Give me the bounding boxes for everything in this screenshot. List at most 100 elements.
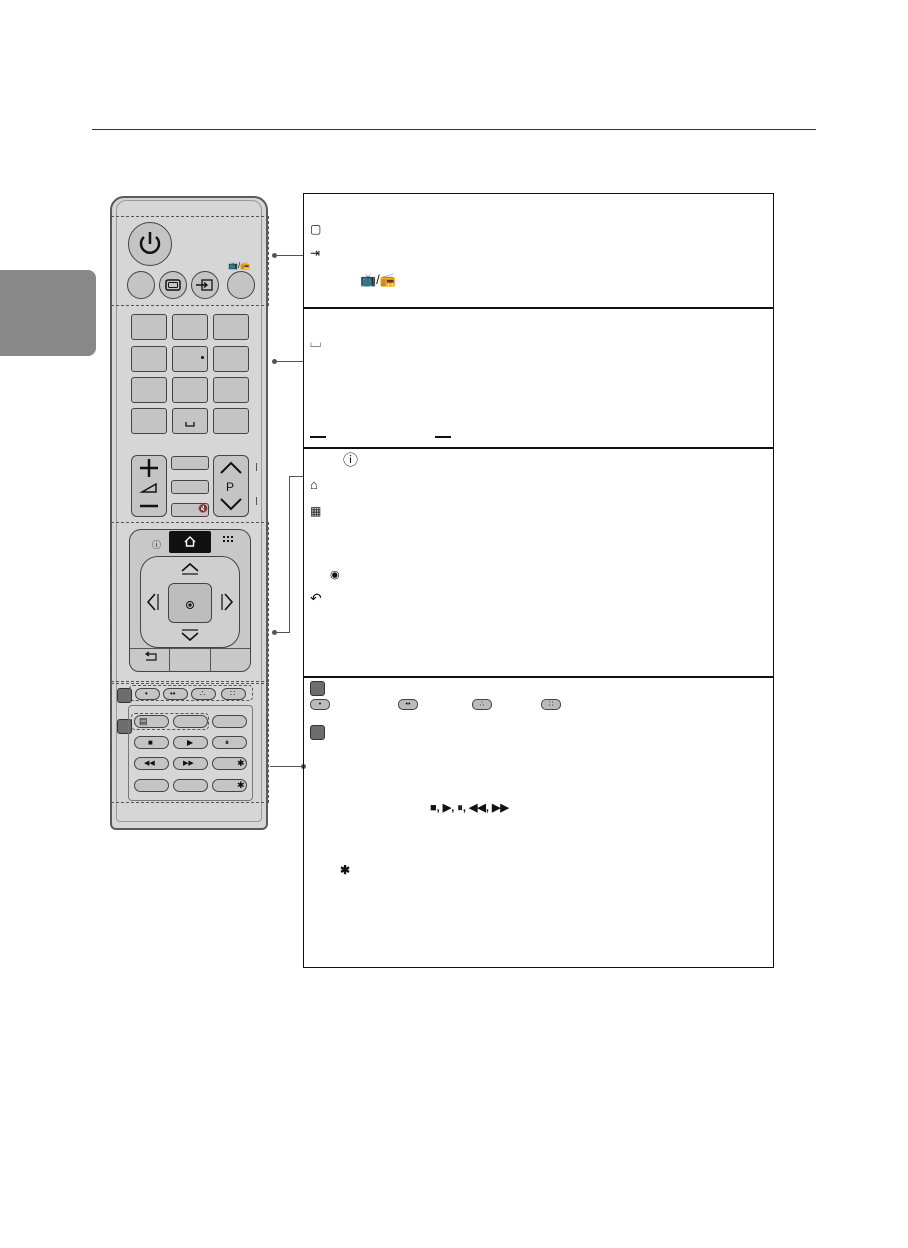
key-8[interactable]: [172, 377, 208, 403]
power-button[interactable]: [128, 222, 172, 266]
panel-badge-2: [310, 725, 325, 740]
osd-button[interactable]: [159, 271, 187, 299]
channel-rocker[interactable]: P: [213, 455, 249, 517]
key-4[interactable]: [131, 346, 167, 372]
panel-separator: [303, 307, 774, 309]
nav-divider: [169, 648, 170, 672]
home-button[interactable]: [169, 531, 211, 553]
play-key[interactable]: ▶: [173, 736, 208, 749]
playback-symbols: ■, ▶, ⏸, ◀◀, ▶▶: [430, 802, 509, 814]
reserved-key[interactable]: ✱: [212, 779, 247, 792]
tv-radio-icon: 📺/📻: [360, 272, 396, 287]
t-opt-key[interactable]: [173, 715, 208, 728]
av-mode-key[interactable]: [134, 779, 169, 792]
connector-line: [270, 766, 303, 767]
panel-badge-1: [310, 681, 325, 696]
panel-separator: [303, 447, 774, 449]
info-icon: ⓘ: [343, 452, 359, 469]
dot-icon: [201, 356, 204, 359]
power-icon: [139, 232, 161, 254]
info-icon: ⓘ: [152, 540, 162, 550]
nav-divider: [130, 648, 250, 649]
ok-icon: [186, 601, 194, 609]
key-3[interactable]: [213, 314, 249, 340]
tv-radio-glyph: 📺/📻: [228, 261, 251, 270]
connector-line: [289, 476, 303, 477]
nav-divider: [210, 648, 211, 672]
tv-radio-button[interactable]: [227, 271, 255, 299]
remote-badge-1: [117, 688, 132, 703]
key-0-space[interactable]: [172, 408, 208, 434]
red-key-icon: •: [310, 699, 330, 710]
text-key[interactable]: ▤: [134, 715, 169, 728]
ok-button[interactable]: [168, 583, 212, 623]
osd-screen-icon: ▢: [310, 222, 322, 236]
green-key[interactable]: ••: [163, 688, 188, 700]
yellow-key-icon: ∴: [472, 699, 492, 710]
home-icon: [184, 536, 196, 547]
ratio-key[interactable]: [173, 779, 208, 792]
menu-grid-icon: [223, 536, 233, 542]
stop-key[interactable]: ■: [134, 736, 169, 749]
bottom-group-outline: [111, 683, 269, 803]
arrow-icons: [146, 562, 234, 642]
forward-key[interactable]: ▶▶: [173, 757, 208, 770]
connector-line: [277, 255, 303, 256]
input-button[interactable]: [191, 271, 219, 299]
header-rule: [92, 129, 816, 130]
yellow-key[interactable]: ∴: [191, 688, 216, 700]
mute-button[interactable]: 🔇: [171, 503, 209, 517]
key-5[interactable]: [172, 346, 208, 372]
key-1[interactable]: [131, 314, 167, 340]
subtitle-key[interactable]: [212, 715, 247, 728]
blue-key-icon: ∷: [541, 699, 561, 710]
settings-button[interactable]: [171, 480, 209, 494]
key-list[interactable]: [131, 408, 167, 434]
input-icon: [196, 279, 213, 291]
blue-key[interactable]: ∷: [221, 688, 246, 700]
menu-icon: ▦: [310, 504, 322, 518]
red-key[interactable]: •: [135, 688, 160, 700]
connector-line: [289, 476, 290, 633]
pause-key[interactable]: ⏸: [212, 736, 247, 749]
direction-pad[interactable]: [140, 556, 240, 648]
description-panel: [303, 193, 774, 968]
ok-icon: ◉: [330, 569, 340, 581]
panel-separator: [303, 676, 774, 678]
key-7[interactable]: [131, 377, 167, 403]
navigation-group-outline: [111, 522, 269, 682]
chapter-tab: [0, 270, 96, 356]
space-icon: ⌴: [310, 334, 322, 350]
tick-mark: [256, 497, 257, 505]
playback-area-outline: [128, 705, 253, 801]
power-group-outline: [111, 216, 269, 306]
fav-button[interactable]: [171, 456, 209, 470]
channel-arrows-icon: [220, 461, 242, 511]
connector-dot: [272, 359, 277, 364]
key-2[interactable]: [172, 314, 208, 340]
input-icon: ⇥: [310, 246, 321, 260]
key-9[interactable]: [213, 377, 249, 403]
round-button-1[interactable]: [127, 271, 155, 299]
back-icon: ↶: [310, 590, 322, 606]
connector-dot: [272, 253, 277, 258]
volume-icon: [139, 459, 158, 508]
back-icon: [144, 651, 157, 661]
screen-icon: [165, 279, 181, 291]
channel-label: P: [226, 480, 235, 494]
rewind-key[interactable]: ◀◀: [134, 757, 169, 770]
connector-line: [277, 361, 303, 362]
teletext-icon: ▤: [139, 716, 148, 726]
key-6[interactable]: [213, 346, 249, 372]
connector-line: [277, 632, 289, 633]
connector-dot: [272, 630, 277, 635]
key-q-view[interactable]: [213, 408, 249, 434]
mute-icon: 🔇: [198, 504, 208, 513]
volume-rocker[interactable]: [131, 455, 167, 517]
simplink-key[interactable]: ✱: [212, 757, 247, 770]
home-icon: ⌂: [310, 477, 318, 492]
remote-inner-outline: [116, 200, 262, 822]
page-left-mark: [310, 436, 326, 438]
space-icon: [185, 422, 195, 427]
page-right-mark: [435, 436, 451, 438]
